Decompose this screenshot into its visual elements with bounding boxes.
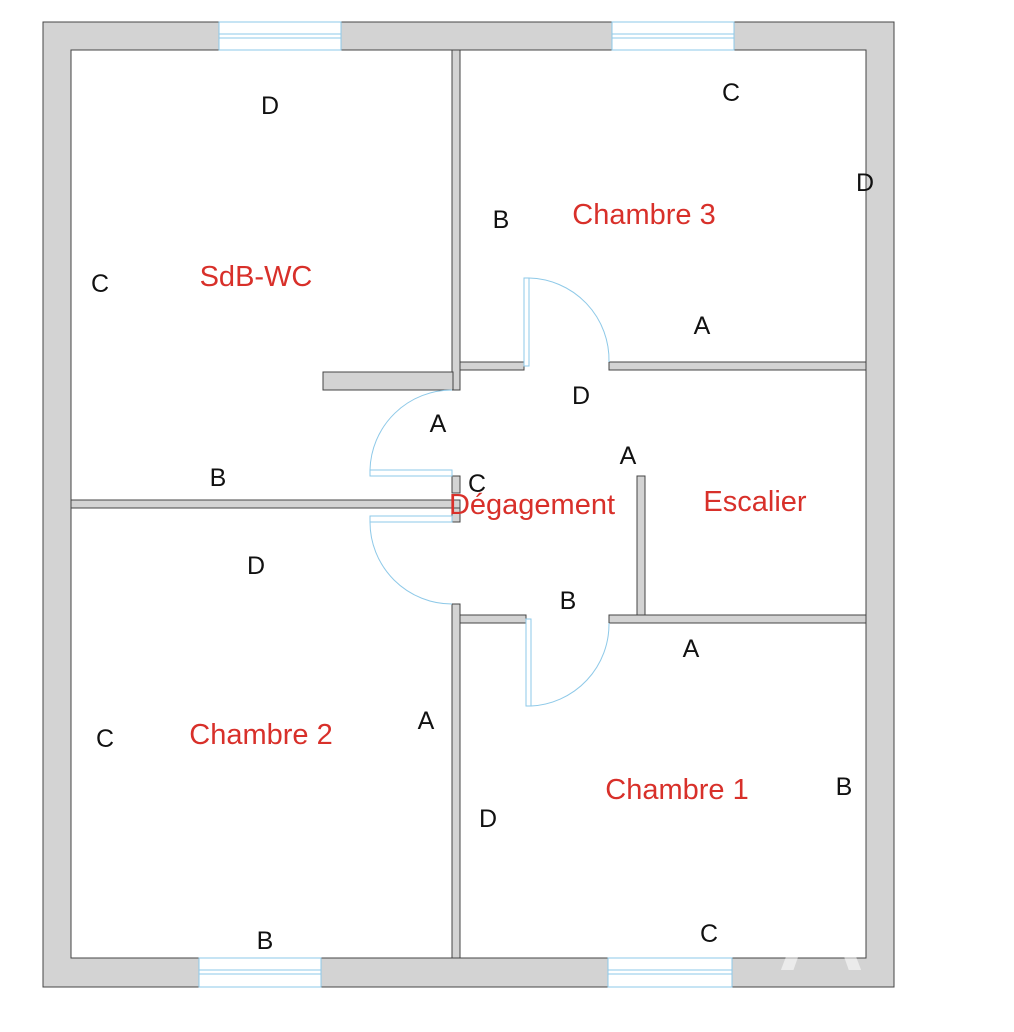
room-label-chambre-2: Chambre 2 [189, 719, 332, 751]
wall-letter-ch1-left: D [479, 805, 497, 833]
wall-letter-ch3-top: C [722, 79, 740, 107]
wall-letter-ch2-top: D [247, 552, 265, 580]
wall-letter-ch1-bottom: C [700, 920, 718, 948]
room-label-chambre-3: Chambre 3 [572, 199, 715, 231]
wall-letter-ch2-bottom: B [257, 927, 274, 955]
partition-vertical-top [451, 49, 461, 391]
partition-sdb-degagement [451, 475, 461, 494]
wall-letter-ch2-left: C [96, 725, 114, 753]
partition-sdb-stub [322, 371, 454, 391]
wall-letter-sdb-bottom: B [210, 464, 227, 492]
room-label-chambre-1: Chambre 1 [605, 774, 748, 806]
room-label-sdb-wc: SdB-WC [200, 261, 313, 293]
wall-letter-ch3-bottom: A [694, 312, 711, 340]
wall-letter-sdb-top: D [261, 92, 279, 120]
wall-letter-ch3-right: D [856, 169, 874, 197]
partition-deg-ch2 [451, 507, 461, 523]
room-label-degagement: Dégagement [449, 489, 615, 521]
window-top-right [611, 21, 735, 51]
watermark-logo: A [780, 860, 862, 999]
wall-letter-ch3-left: B [493, 206, 510, 234]
window-bottom-left [198, 957, 322, 988]
wall-letter-deg-left: C [468, 470, 486, 498]
partition-ch3-bottom-left [459, 361, 525, 371]
wall-letter-deg-bottom: B [560, 587, 577, 615]
door-chambre-1 [525, 618, 610, 707]
wall-letter-sdb-right: A [430, 410, 447, 438]
wall-letter-ch2-right: A [418, 707, 435, 735]
door-chambre-3 [523, 277, 610, 367]
partition-ch1-top-left [459, 614, 527, 624]
wall-letter-sdb-left: C [91, 270, 109, 298]
room-label-escalier: Escalier [703, 486, 806, 518]
partition-horizontal-middle [70, 499, 461, 509]
partition-escalier-left [636, 475, 646, 617]
door-sdb-wc [369, 389, 453, 477]
wall-letter-deg-top: D [572, 382, 590, 410]
wall-letter-deg-right: A [620, 442, 637, 470]
window-bottom-right [607, 957, 733, 988]
door-chambre-2 [369, 515, 453, 605]
wall-letter-ch1-top: A [683, 635, 700, 663]
partition-ch1-top-right [608, 614, 867, 624]
wall-letter-ch1-right: B [836, 773, 853, 801]
partition-vertical-bottom [451, 603, 461, 959]
window-top-left [218, 21, 342, 51]
partition-ch3-bottom-right [608, 361, 867, 371]
